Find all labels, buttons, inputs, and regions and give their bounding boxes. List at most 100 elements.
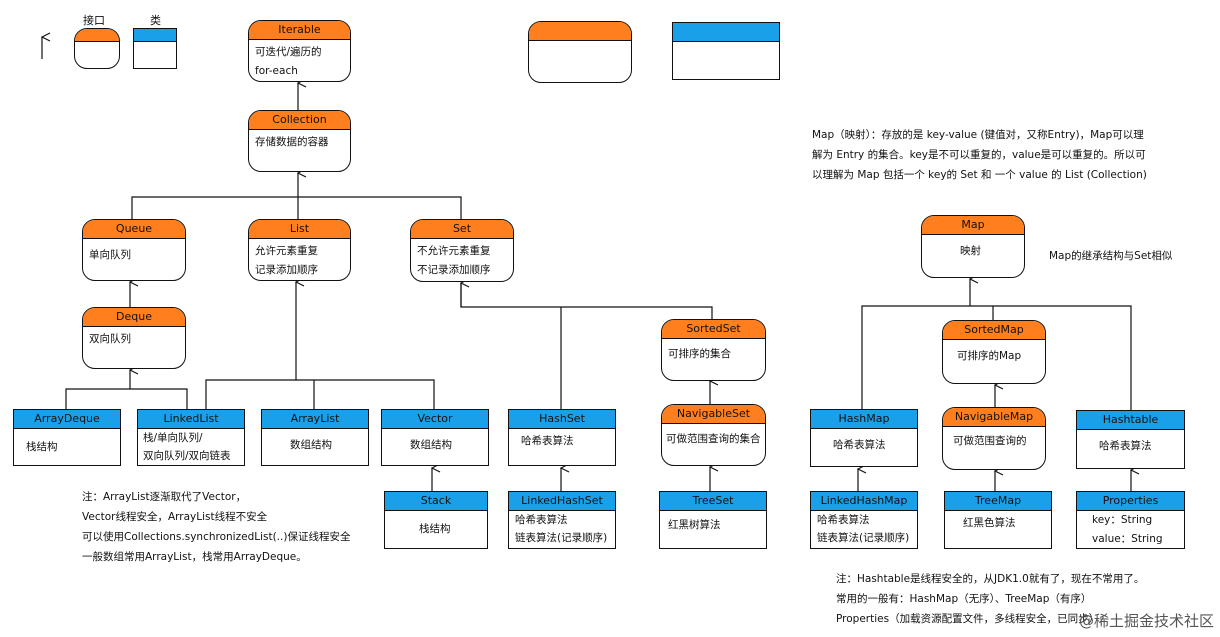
- node-line: 可迭代/遍历的: [255, 46, 322, 58]
- node-list: List 允许元素重复记录添加顺序: [248, 219, 351, 281]
- node-title: Hashtable: [1077, 411, 1184, 430]
- note-line: Properties（加载资源配置文件，多线程安全，已同步）: [836, 613, 1100, 625]
- node-line: 双向队列: [89, 333, 131, 345]
- node-deque: Deque 双向队列: [82, 307, 186, 369]
- node-linkedhashmap: LinkedHashMap 哈希表算法链表算法(记录顺序): [810, 491, 918, 549]
- node-title: ArrayDeque: [14, 410, 120, 429]
- node-line: key：String: [1092, 514, 1153, 526]
- node-title: Iterable: [249, 21, 350, 40]
- node-hashset: HashSet 哈希表算法: [508, 409, 616, 466]
- map-side-note: Map的继承结构与Set相似: [1049, 250, 1173, 262]
- node-line: 哈希表算法: [833, 439, 886, 451]
- legend-interface-sample: [528, 21, 632, 83]
- node-map: Map 映射: [921, 215, 1025, 278]
- node-line: 数组结构: [410, 439, 452, 451]
- node-title: Deque: [83, 308, 185, 327]
- node-linkedlist: LinkedList 栈/单向队列/双向队列/双向链表: [137, 409, 245, 466]
- node-line: 存储数据的容器: [255, 136, 329, 148]
- node-title: Queue: [83, 220, 185, 239]
- node-linkedhashset: LinkedHashSet 哈希表算法链表算法(记录顺序): [508, 491, 616, 549]
- node-title: TreeMap: [945, 492, 1051, 511]
- node-title: ArrayList: [262, 410, 368, 429]
- node-title: HashMap: [811, 410, 917, 429]
- node-stack: Stack 栈结构: [384, 491, 488, 549]
- node-hashtable: Hashtable 哈希表算法: [1076, 410, 1185, 469]
- legend-class-sample: [672, 22, 780, 80]
- node-treeset: TreeSet 红黑树算法: [659, 491, 767, 549]
- node-title: TreeSet: [660, 492, 766, 511]
- node-line: 可做范围查询的集合: [666, 433, 761, 445]
- node-line: 哈希表算法: [521, 435, 574, 447]
- node-title: Stack: [385, 492, 487, 511]
- node-line: 允许元素重复: [255, 245, 318, 257]
- node-line: 映射: [960, 245, 981, 257]
- node-set: Set 不允许元素重复不记录添加顺序: [410, 219, 514, 282]
- node-title: NavigableSet: [662, 405, 765, 424]
- node-line: 栈结构: [26, 441, 58, 453]
- note-line: 一般数组常用ArrayList，栈常用ArrayDeque。: [82, 551, 307, 563]
- node-vector: Vector 数组结构: [381, 409, 489, 466]
- node-line: 哈希表算法: [515, 514, 568, 526]
- node-queue: Queue 单向队列: [82, 219, 186, 281]
- watermark: @稀土掘金技术社区: [1078, 612, 1214, 630]
- node-navigableset: NavigableSet 可做范围查询的集合: [661, 404, 766, 466]
- node-line: 栈结构: [419, 523, 451, 535]
- node-treemap: TreeMap 红黑色算法: [944, 491, 1052, 549]
- node-line: value：String: [1092, 533, 1163, 545]
- note-line: 注：Hashtable是线程安全的，从JDK1.0就有了，现在不常用了。: [836, 573, 1145, 585]
- node-line: 不记录添加顺序: [417, 264, 491, 276]
- node-line: 可做范围查询的: [953, 435, 1027, 447]
- legend-interface-label: 接口: [83, 14, 105, 27]
- node-line: 双向队列/双向链表: [143, 450, 231, 462]
- node-sortedset: SortedSet 可排序的集合: [661, 319, 766, 381]
- note-line: 常用的一般有：HashMap（无序）、TreeMap（有序）: [836, 593, 1092, 605]
- node-sortedmap: SortedMap 可排序的Map: [942, 320, 1046, 384]
- node-line: 记录添加顺序: [255, 264, 318, 276]
- node-collection: Collection 存储数据的容器: [248, 110, 351, 172]
- node-arraylist: ArrayList 数组结构: [261, 409, 369, 466]
- node-title: SortedMap: [943, 321, 1045, 340]
- node-line: 哈希表算法: [817, 514, 870, 526]
- node-line: 栈/单向队列/: [143, 432, 203, 444]
- node-properties: Properties key：String value：String: [1076, 491, 1185, 549]
- node-title: Collection: [249, 111, 350, 130]
- node-line: 链表算法(记录顺序): [817, 532, 910, 544]
- node-line: 链表算法(记录顺序): [515, 532, 608, 544]
- map-note: 注：Hashtable是线程安全的，从JDK1.0就有了，现在不常用了。 常用的…: [836, 569, 1144, 629]
- node-line: for-each: [255, 65, 298, 77]
- node-line: 哈希表算法: [1099, 440, 1152, 452]
- node-title: List: [249, 220, 350, 239]
- node-line: 可排序的Map: [957, 350, 1022, 362]
- note-line: Map（映射）：存放的是 key-value (键值对，又称Entry)，Map…: [812, 129, 1144, 141]
- node-title: LinkedHashMap: [811, 492, 917, 511]
- node-line: 数组结构: [290, 439, 332, 451]
- node-line: 不允许元素重复: [417, 245, 491, 257]
- node-title: Properties: [1077, 492, 1184, 511]
- legend-interface-box: [74, 28, 120, 69]
- node-line: 红黑色算法: [963, 517, 1016, 529]
- map-intro-note: Map（映射）：存放的是 key-value (键值对，又称Entry)，Map…: [812, 125, 1147, 185]
- note-line: 注：ArrayList逐渐取代了Vector，: [82, 491, 247, 503]
- node-title: LinkedList: [138, 410, 244, 429]
- node-title: SortedSet: [662, 320, 765, 339]
- node-arraydeque: ArrayDeque 栈结构: [13, 409, 121, 466]
- note-line: 解为 Entry 的集合。key是不可以重复的，value是可以重复的。所以可: [812, 149, 1146, 161]
- node-iterable: Iterable 可迭代/遍历的 for-each: [248, 20, 351, 82]
- note-line: Vector线程安全，ArrayList线程不安全: [82, 511, 268, 523]
- node-title: LinkedHashSet: [509, 492, 615, 511]
- legend-class-label: 类: [150, 14, 161, 27]
- node-title: Map: [922, 216, 1024, 235]
- node-line: 单向队列: [89, 249, 131, 261]
- note-line: 以理解为 Map 包括一个 key的 Set 和 一个 value 的 List…: [812, 169, 1147, 181]
- node-hashmap: HashMap 哈希表算法: [810, 409, 918, 467]
- node-title: HashSet: [509, 410, 615, 429]
- note-line: 可以使用Collections.synchronizedList(..)保证线程…: [82, 531, 351, 543]
- list-note: 注：ArrayList逐渐取代了Vector， Vector线程安全，Array…: [82, 487, 350, 567]
- node-navigablemap: NavigableMap 可做范围查询的: [942, 407, 1046, 470]
- node-title: NavigableMap: [943, 408, 1045, 427]
- legend-class-box: [133, 28, 177, 69]
- node-line: 可排序的集合: [668, 348, 731, 360]
- node-title: Set: [411, 220, 513, 239]
- node-line: 红黑树算法: [668, 519, 721, 531]
